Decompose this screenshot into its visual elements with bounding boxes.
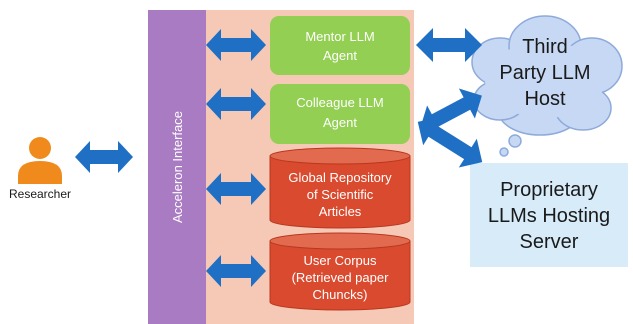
interface-repository-arrow <box>206 173 266 205</box>
mentor-agent-box <box>270 16 410 75</box>
global-repository-label-line2: of Scientific <box>307 187 374 202</box>
researcher-icon <box>18 137 62 184</box>
mentor-agent-label-line1: Mentor LLM <box>305 29 374 44</box>
user-corpus-label-line1: User Corpus <box>304 253 377 268</box>
user-corpus-label-line3: Chuncks) <box>313 287 368 302</box>
colleague-agent-box <box>270 84 410 144</box>
researcher-label: Researcher <box>9 187 71 201</box>
mentor-cloud-arrow <box>416 28 482 62</box>
proprietary-server-box <box>470 163 628 267</box>
global-repository-label-line3: Articles <box>319 204 362 219</box>
interface-colleague-arrow <box>206 88 266 120</box>
global-repository-database <box>269 147 411 229</box>
colleague-agent-label-line2: Agent <box>323 115 357 130</box>
colleague-agent-label-line1: Colleague LLM <box>296 95 383 110</box>
acceleron-interface-label: Acceleron Interface <box>170 111 185 223</box>
proprietary-server-label-line3: Server <box>520 231 579 253</box>
third-party-host-label-line1: Third <box>522 36 568 58</box>
proprietary-server-label-line2: LLMs Hosting <box>488 205 610 227</box>
interface-corpus-arrow <box>206 255 266 287</box>
third-party-host-label-line3: Host <box>524 88 566 110</box>
user-corpus-database <box>269 232 411 311</box>
colleague-server-arrow <box>417 116 483 168</box>
proprietary-server-label-line1: Proprietary <box>500 179 598 201</box>
third-party-host-cloud <box>471 15 623 157</box>
global-repository-label-line1: Global Repository <box>288 170 392 185</box>
mentor-agent-label-line2: Agent <box>323 48 357 63</box>
acceleron-interface-bar <box>148 10 206 324</box>
user-corpus-label-line2: (Retrieved paper <box>292 270 389 285</box>
researcher-interface-arrow <box>75 141 133 173</box>
third-party-host-label-line2: Party LLM <box>499 62 590 84</box>
interface-mentor-arrow <box>206 29 266 61</box>
